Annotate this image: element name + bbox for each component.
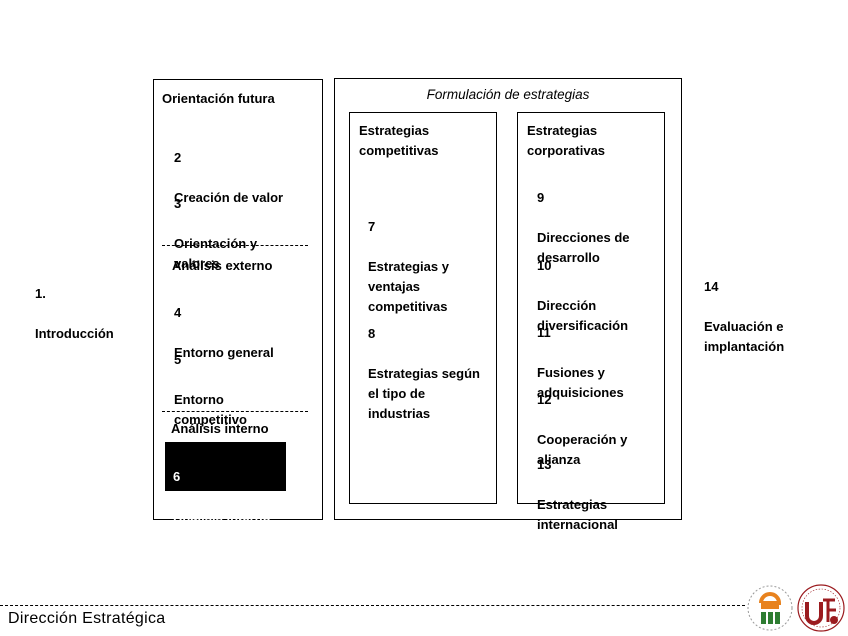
internal-header: Análisis interno xyxy=(171,421,269,436)
intro-text: Introducción xyxy=(35,326,114,341)
item-11-text: Fusiones y adquisiciones xyxy=(537,365,624,400)
formulation-box xyxy=(334,78,682,520)
item-11-number: 11 xyxy=(537,325,551,340)
item-6-highlight: 6 Análisis interno xyxy=(165,442,286,524)
intro-number: 1. xyxy=(35,286,46,301)
orientation-header: Orientación futura xyxy=(162,91,275,106)
corporate-box xyxy=(517,112,665,504)
item-13-text: Estrategias internacional xyxy=(537,497,618,532)
item-8-text: Estrategias según el tipo de industrias xyxy=(368,366,480,421)
formulation-title: Formulación de estrategias xyxy=(426,87,590,102)
item-5-number: 5 xyxy=(174,352,182,367)
em-logo xyxy=(747,585,793,631)
item-6: 6 Análisis interno xyxy=(173,447,271,547)
item-5-text: Entorno competitivo xyxy=(174,392,247,427)
item-2-number: 2 xyxy=(174,150,182,165)
item-3-number: 3 xyxy=(174,196,182,211)
footer-dashed-line xyxy=(0,605,745,606)
item-9-text: Direcciones de desarrollo xyxy=(537,230,630,265)
analysis-column-box xyxy=(153,79,323,520)
item-12-text: Cooperación y alianza xyxy=(537,432,628,467)
item-10-text: Dirección diversificación xyxy=(537,298,629,333)
evaluation-label: 14 Evaluación e implantación xyxy=(704,257,784,377)
item-4: 4 Entorno general xyxy=(174,283,274,383)
item-10: 10 Dirección diversificación xyxy=(537,236,628,356)
item-7-text: Estrategias y ventajas competitivas xyxy=(368,259,449,314)
item-8-number: 8 xyxy=(368,326,376,341)
evaluation-text: Evaluación e implantación xyxy=(704,319,785,354)
external-header: Análisis externo xyxy=(172,258,273,273)
competitive-box xyxy=(349,112,497,504)
dashed-divider xyxy=(162,411,308,412)
footer-title: Dirección Estratégica xyxy=(8,610,166,627)
item-4-number: 4 xyxy=(174,305,182,320)
item-8: 8 Estrategias según el tipo de industria… xyxy=(368,304,480,444)
item-12-number: 12 xyxy=(537,392,552,407)
item-12: 12 Cooperación y alianza xyxy=(537,370,627,490)
item-13-number: 13 xyxy=(537,457,552,472)
item-3: 3 Orientación y valores xyxy=(174,174,257,294)
item-6-number: 6 xyxy=(173,469,181,484)
dashed-divider xyxy=(162,245,308,246)
intro-label: 1. Introducción xyxy=(35,264,114,364)
item-7-number: 7 xyxy=(368,219,376,234)
item-2: 2 Creación de valor xyxy=(174,128,283,228)
evaluation-number: 14 xyxy=(704,279,719,294)
item-4-text: Entorno general xyxy=(174,345,274,360)
item-13: 13 Estrategias internacional xyxy=(537,435,618,555)
item-10-number: 10 xyxy=(537,258,552,273)
item-11: 11 Fusiones y adquisiciones xyxy=(537,303,624,423)
item-7: 7 Estrategias y ventajas competitivas xyxy=(368,197,449,337)
item-6-text: Análisis interno xyxy=(173,509,271,524)
competitive-header: Estrategias competitivas xyxy=(359,123,439,158)
corporate-header: Estrategias corporativas xyxy=(527,123,606,158)
item-2-text: Creación de valor xyxy=(174,190,284,205)
university-seal-logo xyxy=(797,584,845,632)
item-3-text: Orientación y valores xyxy=(174,236,258,271)
item-5: 5 Entorno competitivo xyxy=(174,330,247,450)
item-9-number: 9 xyxy=(537,190,545,205)
item-9: 9 Direcciones de desarrollo xyxy=(537,168,630,288)
